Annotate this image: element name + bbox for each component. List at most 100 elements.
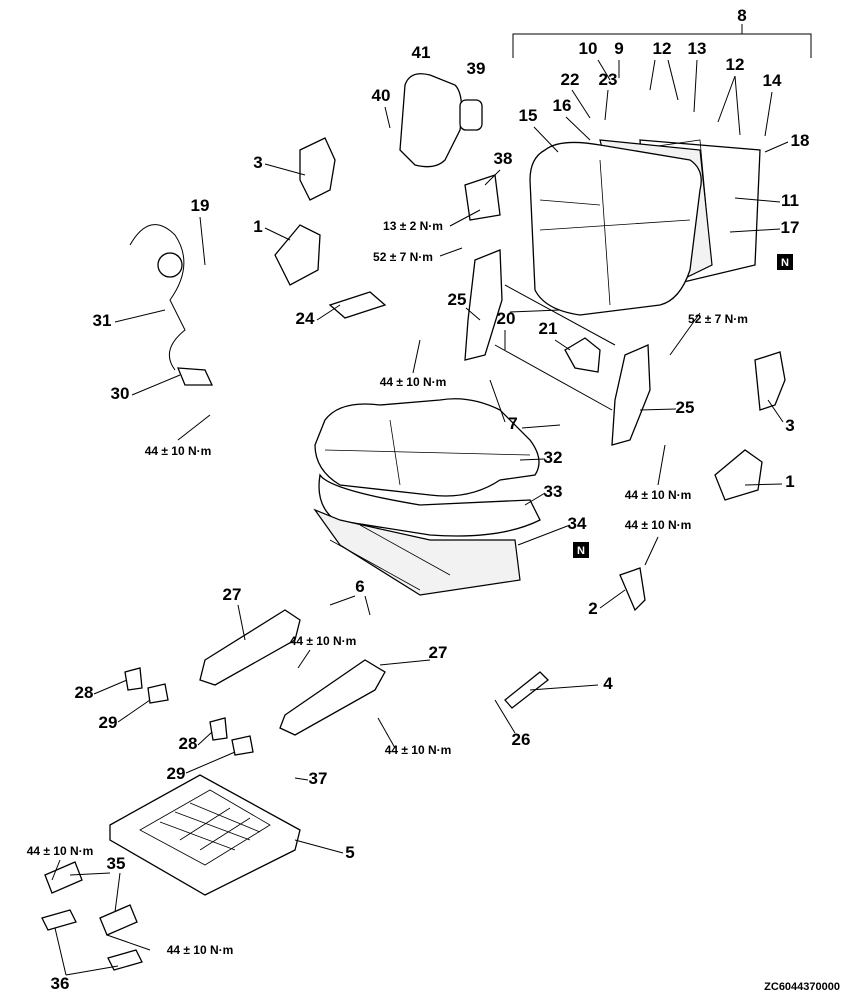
bracket-35-lower [99, 904, 138, 936]
leader-line [599, 589, 626, 609]
recliner-left [464, 249, 503, 361]
leader-line [667, 59, 679, 101]
part-callout-25: 25 [448, 290, 467, 309]
part-callout-41: 41 [412, 43, 431, 62]
part-callout-27: 27 [223, 585, 242, 604]
part-callout-40: 40 [372, 86, 391, 105]
leader-line [764, 141, 789, 153]
leader-line [114, 309, 166, 323]
hinge-cover-right-upper [754, 351, 786, 411]
leader-line [571, 89, 591, 119]
torque-spec: 44 ± 10 N·m [27, 844, 94, 858]
leader-line [639, 408, 677, 411]
leader-line [297, 649, 311, 669]
leader-line [597, 59, 611, 81]
torque-labels: 13 ± 2 N·m52 ± 7 N·m52 ± 7 N·m44 ± 10 N·… [27, 219, 748, 957]
leader-line [565, 116, 591, 141]
leader-line [177, 414, 211, 441]
leader-line [717, 75, 736, 123]
seat-rail-right [279, 659, 386, 736]
part-callout-21: 21 [539, 319, 558, 338]
leader-line [264, 163, 306, 176]
clip-28b [209, 717, 228, 741]
part-callout-22: 22 [561, 70, 580, 89]
leader-line [93, 679, 128, 695]
part-callout-24: 24 [296, 309, 315, 328]
leader-line [264, 227, 291, 241]
leader-line [494, 699, 516, 734]
part-callout-35: 35 [107, 854, 126, 873]
part-drawings [41, 73, 786, 971]
leader-line [294, 777, 309, 781]
bracket-24 [328, 291, 387, 319]
rod-20b [494, 344, 613, 411]
hinge-cover-left-upper [299, 137, 336, 201]
hinge-cover-right-lower [714, 449, 763, 501]
leader-line [644, 536, 659, 566]
leader-line [106, 934, 151, 951]
leader-line [489, 379, 506, 423]
part-callout-26: 26 [512, 730, 531, 749]
part-callout-16: 16 [553, 96, 572, 115]
part-callout-15: 15 [519, 106, 538, 125]
part-callout-5: 5 [345, 843, 354, 862]
leader-line [185, 751, 236, 774]
leader-line [114, 872, 121, 913]
part-callout-27: 27 [429, 643, 448, 662]
leader-line [521, 424, 561, 429]
seat-belt [129, 224, 186, 371]
leader-line [729, 228, 781, 233]
leader-line [529, 684, 599, 691]
non-reusable-mark: N [577, 545, 585, 557]
bracket-35-upper [44, 861, 83, 894]
part-callout-3: 3 [785, 416, 794, 435]
leader-line [734, 197, 781, 203]
part-callout-11: 11 [781, 191, 799, 210]
leader-line [384, 106, 391, 129]
part-callout-28: 28 [75, 683, 94, 702]
non-reusable-mark: N [781, 257, 789, 269]
leader-line [199, 216, 206, 266]
part-callout-33: 33 [544, 482, 563, 501]
part-callout-9: 9 [614, 39, 623, 58]
leader-line [316, 304, 341, 321]
figure-code: ZC6044370000 [764, 981, 840, 993]
leader-line [517, 524, 571, 546]
torque-spec: 44 ± 10 N·m [385, 743, 452, 757]
armrest-pad [459, 99, 483, 131]
leader-line [649, 59, 656, 91]
part-callout-2: 2 [588, 599, 597, 618]
torque-spec: 52 ± 7 N·m [688, 312, 748, 326]
armrest-bracket [464, 174, 501, 221]
cover-21 [564, 337, 601, 373]
part-callout-8: 8 [737, 6, 746, 25]
part-callout-17: 17 [781, 218, 800, 237]
part-callout-39: 39 [467, 59, 486, 78]
leader-line [197, 731, 213, 746]
part-callout-13: 13 [688, 39, 707, 58]
non-reusable-mark-box [573, 542, 589, 558]
part-callout-3: 3 [253, 153, 262, 172]
leader-line [764, 91, 773, 137]
hinge-cover-left-lower [274, 224, 321, 286]
leader-line [379, 659, 431, 666]
leader-line [693, 59, 698, 113]
part-callout-4: 4 [603, 674, 613, 693]
part-callout-12: 12 [653, 39, 672, 58]
clip-28a [124, 667, 143, 691]
leader-line [767, 399, 784, 423]
torque-spec: 44 ± 10 N·m [625, 518, 692, 532]
leader-line [554, 339, 571, 351]
part-callout-37: 37 [309, 769, 328, 788]
leader-line [604, 89, 609, 121]
non-reusable-mark-box [777, 254, 793, 270]
part-callout-6: 6 [355, 577, 364, 596]
torque-spec: 44 ± 10 N·m [145, 444, 212, 458]
torque-spec: 44 ± 10 N·m [380, 375, 447, 389]
torque-spec: 44 ± 10 N·m [290, 634, 357, 648]
leader-line [657, 444, 666, 486]
assembly-bracket-8 [512, 24, 812, 58]
